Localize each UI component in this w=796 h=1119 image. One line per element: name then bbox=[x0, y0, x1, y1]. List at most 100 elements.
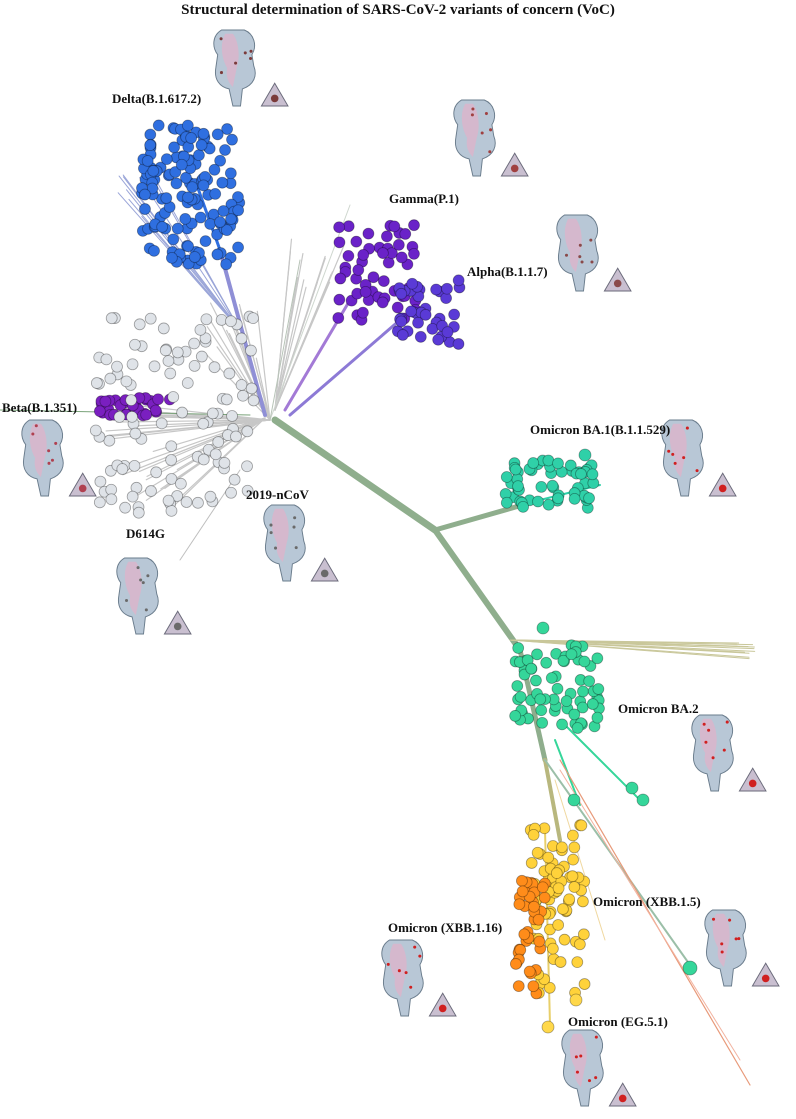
d614g-node bbox=[155, 417, 168, 430]
ba2-node bbox=[512, 642, 525, 654]
d614g-node bbox=[235, 332, 248, 345]
d614g-node bbox=[132, 506, 145, 519]
eg51-node bbox=[569, 993, 583, 1007]
delta-node bbox=[214, 154, 227, 167]
delta-node bbox=[216, 176, 229, 189]
tree-branch bbox=[509, 639, 738, 647]
d614g-node bbox=[148, 360, 161, 373]
delta-node bbox=[194, 211, 207, 224]
d614g-node bbox=[241, 484, 254, 497]
d614g-node bbox=[206, 407, 219, 420]
xbb116-node bbox=[514, 944, 527, 956]
delta-node bbox=[226, 133, 238, 146]
d614g-node bbox=[195, 350, 208, 363]
gamma-node bbox=[388, 220, 401, 233]
d614g-node bbox=[133, 318, 146, 331]
ba2-node bbox=[567, 793, 581, 807]
d614g-node bbox=[204, 490, 217, 503]
d614g-node bbox=[237, 389, 249, 402]
structure-delta-icon bbox=[213, 29, 289, 107]
d614g-node bbox=[159, 344, 172, 357]
xbb116-node bbox=[523, 965, 536, 978]
ba2-node bbox=[682, 960, 698, 976]
ba2-node bbox=[535, 704, 548, 717]
beta-node bbox=[140, 408, 153, 421]
d614g-node bbox=[212, 436, 225, 448]
d614g-node bbox=[171, 346, 184, 359]
d614g-node bbox=[128, 460, 141, 472]
delta-node bbox=[165, 251, 178, 264]
protein-structures bbox=[21, 29, 780, 1107]
delta-node bbox=[214, 216, 226, 228]
delta-node bbox=[220, 258, 233, 271]
ba2-node bbox=[577, 685, 589, 698]
gamma-node bbox=[333, 221, 346, 234]
d614g-node bbox=[197, 417, 210, 430]
delta-node bbox=[169, 166, 182, 178]
xbb15-node bbox=[571, 956, 584, 969]
ba1-node bbox=[552, 492, 564, 505]
gamma-node bbox=[380, 230, 393, 243]
xbb116-node bbox=[516, 874, 528, 887]
alpha-node bbox=[395, 287, 408, 300]
xbb15-node bbox=[568, 881, 581, 893]
d614g-node bbox=[188, 337, 201, 350]
delta-node bbox=[144, 139, 157, 152]
delta-node bbox=[219, 144, 231, 156]
label-d614g: D614G bbox=[126, 526, 165, 541]
ba1-node bbox=[517, 500, 530, 513]
alpha-node bbox=[395, 315, 408, 328]
delta-node bbox=[188, 251, 201, 263]
xbb15-node bbox=[568, 841, 581, 854]
beta-node bbox=[149, 404, 162, 417]
xbb116-node bbox=[509, 958, 522, 970]
alpha-node bbox=[412, 316, 424, 329]
tree-branch bbox=[135, 417, 266, 465]
delta-node bbox=[220, 224, 233, 237]
alpha-node bbox=[396, 329, 409, 341]
xbb15-node bbox=[576, 895, 589, 908]
d614g-node bbox=[113, 411, 126, 423]
label-omicron-ba2: Omicron BA.2 bbox=[618, 701, 699, 716]
xbb116-node bbox=[527, 980, 540, 993]
structure-beta-icon bbox=[21, 419, 97, 497]
ba2-node bbox=[511, 680, 524, 692]
alpha-node bbox=[414, 330, 427, 343]
d614g-node bbox=[144, 312, 157, 325]
ba1-node bbox=[535, 480, 548, 493]
gamma-node bbox=[367, 271, 380, 284]
tree-branch bbox=[116, 419, 271, 423]
label-omicron-xbb116: Omicron (XBB.1.16) bbox=[388, 920, 502, 935]
ba2-node bbox=[560, 695, 573, 708]
xbb15-node bbox=[550, 867, 563, 879]
tree-branch bbox=[274, 238, 293, 411]
d614g-node bbox=[208, 361, 221, 374]
alpha-node bbox=[406, 277, 419, 290]
d614g-node bbox=[223, 367, 236, 380]
delta-node bbox=[204, 218, 217, 230]
delta-node bbox=[152, 119, 165, 132]
xbb15-node bbox=[552, 882, 565, 895]
ba1-node bbox=[575, 468, 587, 480]
ba1-node bbox=[500, 496, 513, 509]
delta-node bbox=[148, 244, 160, 257]
tree-branch bbox=[179, 469, 241, 561]
d614g-node bbox=[180, 496, 193, 508]
xbb15-node bbox=[577, 928, 590, 941]
figure-title: Structural determination of SARS-CoV-2 v… bbox=[181, 2, 615, 18]
gamma-node bbox=[342, 250, 355, 262]
xbb15-node bbox=[556, 841, 568, 854]
structure-eg51-icon bbox=[561, 1029, 637, 1107]
xbb15-node bbox=[525, 857, 538, 869]
d614g-node bbox=[192, 496, 204, 509]
xbb15-node bbox=[527, 828, 540, 841]
delta-node bbox=[141, 155, 154, 167]
ba2-node bbox=[514, 690, 527, 703]
d614g-node bbox=[245, 344, 257, 357]
d614g-node bbox=[188, 360, 201, 372]
ba1-node bbox=[527, 457, 540, 469]
gamma-node bbox=[333, 236, 346, 249]
alpha-node bbox=[419, 308, 432, 321]
tree-branch bbox=[274, 276, 299, 411]
